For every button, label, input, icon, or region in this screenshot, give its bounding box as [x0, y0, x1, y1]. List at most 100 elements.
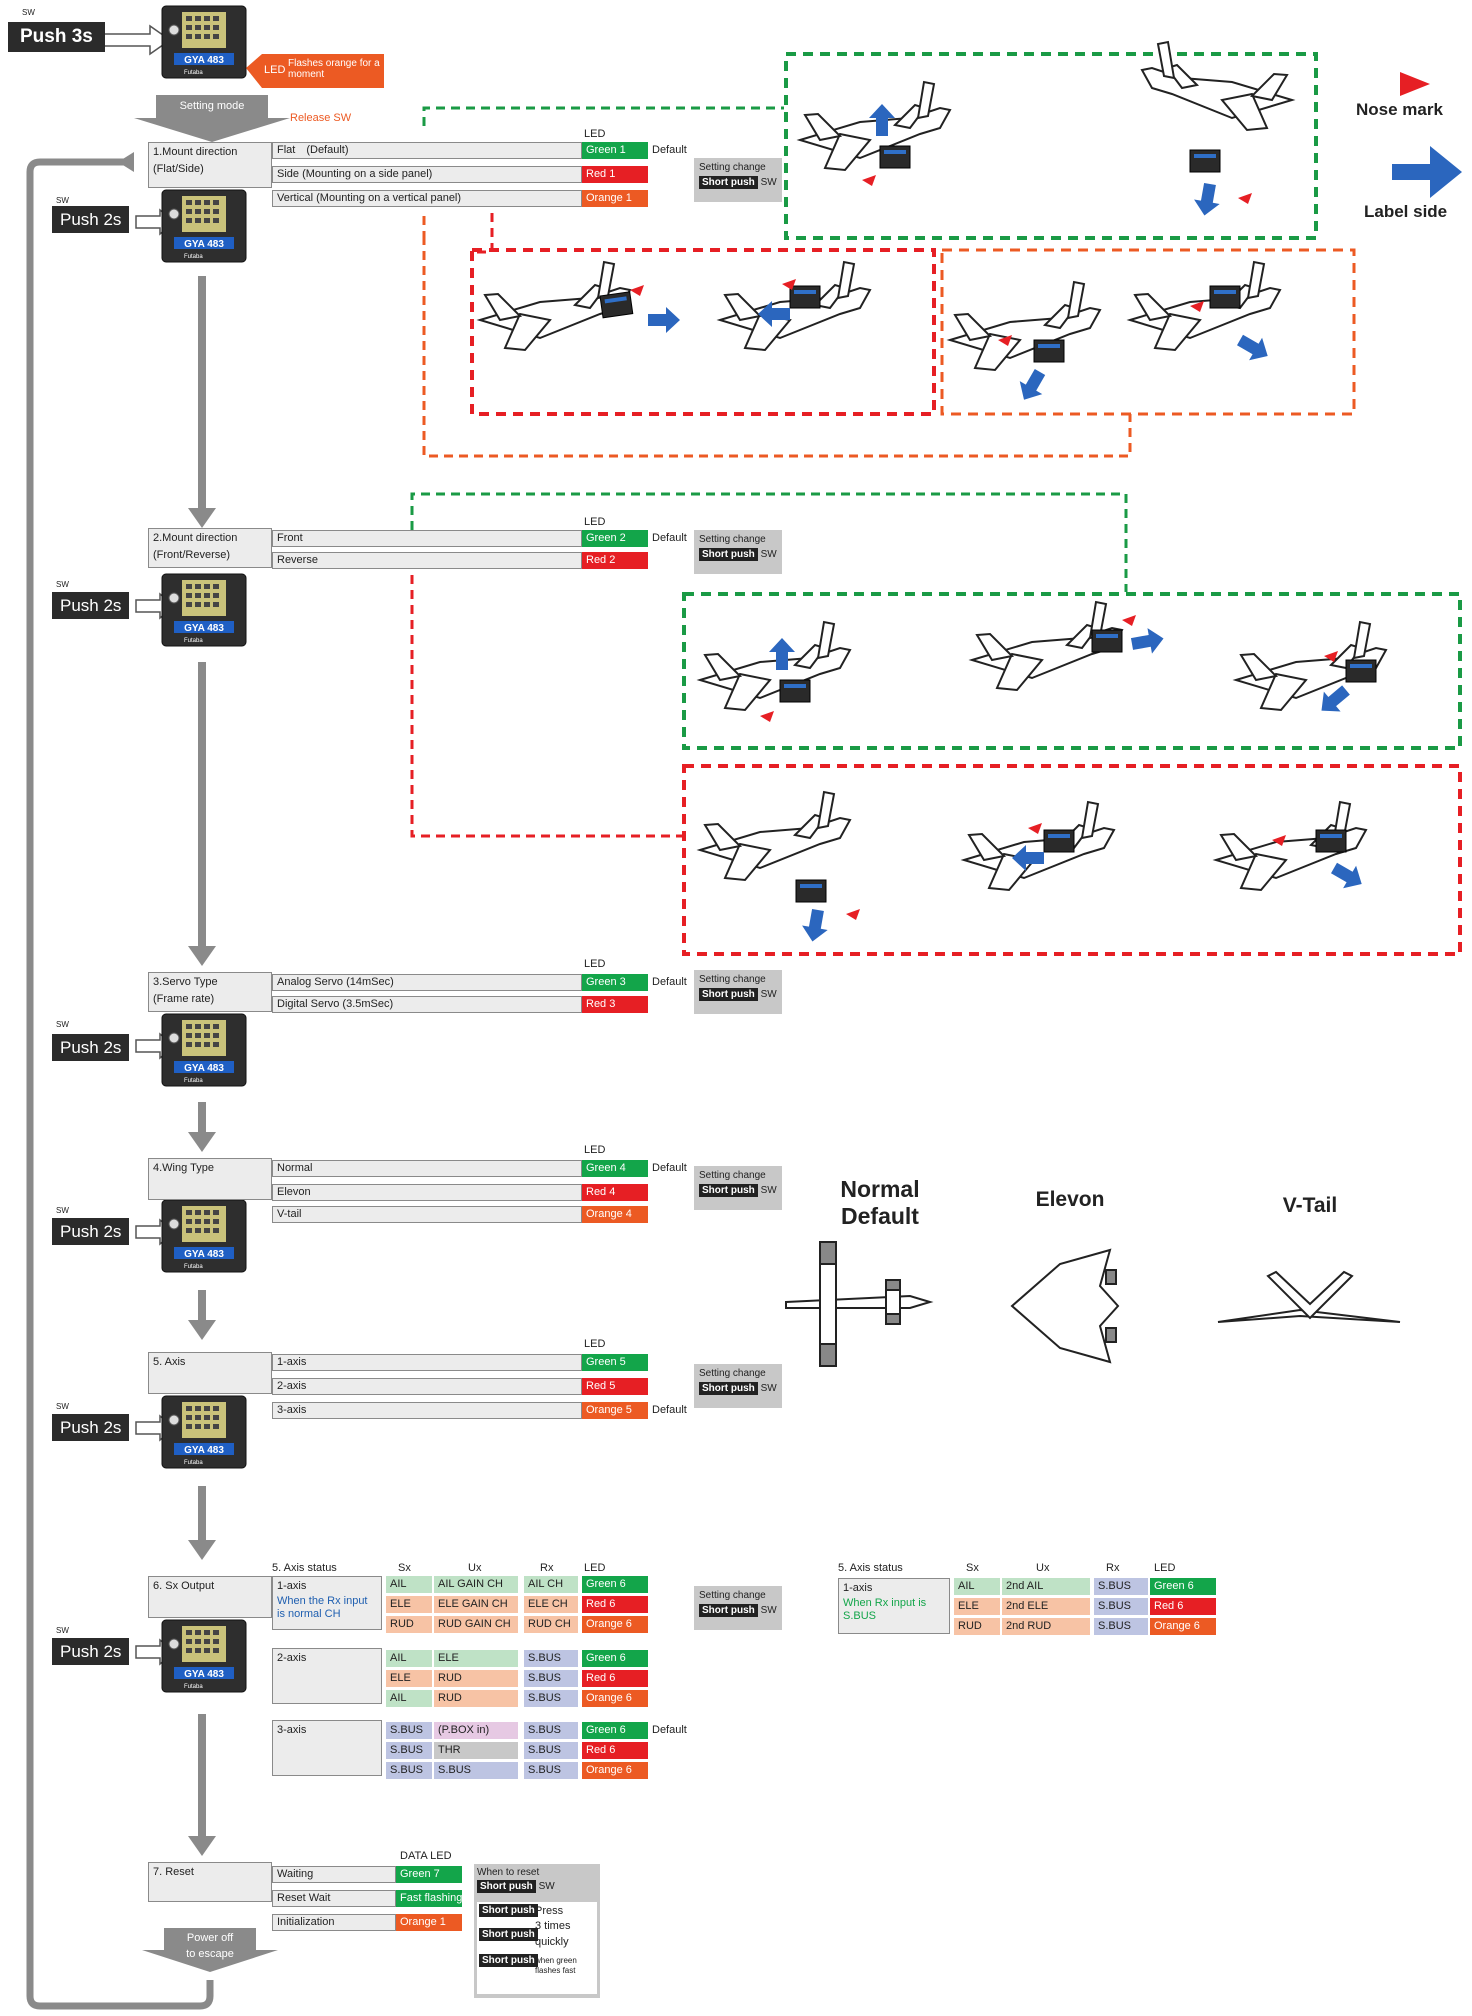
step2-box: 2.Mount direction (Front/Reverse): [148, 528, 272, 568]
step3-led-header: LED: [584, 958, 606, 970]
setting-change-label: Setting change: [699, 1590, 766, 1601]
setting-mode-label: Setting mode: [179, 100, 245, 112]
step4-led-green4: Green 4: [582, 1160, 648, 1177]
step5-led-red5: Red 5: [582, 1378, 648, 1395]
step3-title: 3.Servo Type: [153, 976, 218, 988]
press-text: Press: [535, 1905, 564, 1917]
cell: AIL: [386, 1690, 432, 1707]
led-cell: Green 6: [582, 1722, 648, 1739]
step7-led-fast-flashing: Fast flashing: [396, 1890, 462, 1907]
step6-group3-axis: 3-axis: [277, 1724, 307, 1736]
push-2s-button[interactable]: Push 2s: [52, 1218, 130, 1245]
cell: (P.BOX in): [434, 1722, 518, 1739]
step5-led-orange5: Orange 5: [582, 1402, 648, 1419]
short-push-badge: Short push: [699, 1184, 758, 1197]
step1-option-flat[interactable]: Flat (Default): [272, 142, 582, 159]
step2-setting-change[interactable]: Setting change Short push SW: [694, 530, 782, 574]
step7-led-green7: Green 7: [396, 1866, 462, 1883]
step3-option-digital[interactable]: Digital Servo (3.5mSec): [272, 996, 582, 1013]
step2-led-green2: Green 2: [582, 530, 648, 547]
step4-option-normal[interactable]: Normal: [272, 1160, 582, 1177]
short-push-badge: Short push: [699, 548, 758, 561]
step5-option-2axis[interactable]: 2-axis: [272, 1378, 582, 1395]
step1-option-side[interactable]: Side (Mounting on a side panel): [272, 166, 582, 183]
push-3s-button[interactable]: Push 3s: [8, 22, 105, 52]
alt-header-axis-status: 5. Axis status: [838, 1562, 903, 1574]
cell: S.BUS: [1094, 1618, 1148, 1635]
alt-header-sx: Sx: [966, 1562, 979, 1574]
sw-tag: SW: [22, 8, 35, 17]
led-tag: LED: [264, 64, 286, 76]
step7-data-led-header: DATA LED: [400, 1850, 452, 1862]
led-cell: Red 6: [582, 1742, 648, 1759]
when-green-text: when green: [535, 1956, 577, 1965]
step1-subtitle: (Flat/Side): [153, 163, 204, 175]
alt-header-led: LED: [1154, 1562, 1176, 1574]
push-2s-button[interactable]: Push 2s: [52, 206, 130, 233]
three-times-text: 3 times: [535, 1920, 571, 1932]
step4-led-header: LED: [584, 1144, 606, 1156]
push-2s-button[interactable]: Push 2s: [52, 1034, 130, 1061]
step2-option-reverse[interactable]: Reverse: [272, 552, 582, 569]
sw-tag: SW: [56, 1402, 69, 1411]
cell: ELE: [386, 1670, 432, 1687]
cell: AIL: [954, 1578, 1000, 1595]
sw-tag: SW: [56, 196, 69, 205]
step4-option-elevon[interactable]: Elevon: [272, 1184, 582, 1201]
step1-setting-change[interactable]: Setting change Short push SW: [694, 158, 782, 202]
cell: S.BUS: [524, 1742, 578, 1759]
step5-box: 5. Axis: [148, 1352, 272, 1394]
cell: 2nd ELE: [1002, 1598, 1090, 1615]
cell: S.BUS: [524, 1650, 578, 1667]
step1-option-vertical[interactable]: Vertical (Mounting on a vertical panel): [272, 190, 582, 207]
step3-setting-change[interactable]: Setting change Short push SW: [694, 970, 782, 1014]
cell: THR: [434, 1742, 518, 1759]
setting-change-label: Setting change: [699, 974, 766, 985]
step5-option-3axis[interactable]: 3-axis: [272, 1402, 582, 1419]
step7-option-initialization[interactable]: Initialization: [272, 1914, 396, 1931]
cell: ELE CH: [524, 1596, 578, 1613]
step6-setting-change[interactable]: Setting change Short push SW: [694, 1586, 782, 1630]
step2-option-front[interactable]: Front: [272, 530, 582, 547]
step6-header-led: LED: [584, 1562, 606, 1574]
step2-led-red2: Red 2: [582, 552, 648, 569]
step6-default: Default: [652, 1724, 687, 1736]
alt-axis: 1-axis: [843, 1582, 873, 1594]
step5-option-1axis[interactable]: 1-axis: [272, 1354, 582, 1371]
label-side-label: Label side: [1364, 202, 1448, 221]
cell: AIL: [386, 1576, 432, 1593]
step4-setting-change[interactable]: Setting change Short push SW: [694, 1166, 782, 1210]
led-cell: Orange 6: [582, 1690, 648, 1707]
push-2s-button[interactable]: Push 2s: [52, 1414, 130, 1441]
cell: RUD: [954, 1618, 1000, 1635]
push-2s-button[interactable]: Push 2s: [52, 592, 130, 619]
cell: S.BUS: [524, 1762, 578, 1779]
loop-back-line: [26, 158, 214, 2010]
step5-setting-change[interactable]: Setting change Short push SW: [694, 1364, 782, 1408]
led-cell: Green 6: [1150, 1578, 1216, 1595]
setting-change-label: Setting change: [699, 162, 766, 173]
cell: S.BUS: [524, 1670, 578, 1687]
step7-led-orange1: Orange 1: [396, 1914, 462, 1931]
step6-header-axis-status: 5. Axis status: [272, 1562, 337, 1574]
step1-box: 1.Mount direction (Flat/Side): [148, 142, 272, 188]
step2-default: Default: [652, 532, 687, 544]
step4-box: 4.Wing Type: [148, 1158, 272, 1200]
cell: S.BUS: [386, 1742, 432, 1759]
led-cell: Red 6: [1150, 1598, 1216, 1615]
step3-option-analog[interactable]: Analog Servo (14mSec): [272, 974, 582, 991]
cell: AIL CH: [524, 1576, 578, 1593]
step7-option-reset-wait[interactable]: Reset Wait: [272, 1890, 396, 1907]
sw-label: SW: [760, 1185, 777, 1196]
step4-option-vtail[interactable]: V-tail: [272, 1206, 582, 1223]
sw-label: SW: [760, 1383, 777, 1394]
cell: S.BUS: [1094, 1578, 1148, 1595]
step7-option-waiting[interactable]: Waiting: [272, 1866, 396, 1883]
step6-header-ux: Ux: [468, 1562, 482, 1574]
sw-tag: SW: [56, 1020, 69, 1029]
reset-steps: Short push Press 3 times Short push quic…: [477, 1902, 597, 1994]
led-flash-note: Flashes orange for a moment: [288, 58, 380, 80]
sw-label: SW: [760, 177, 777, 188]
push-2s-button[interactable]: Push 2s: [52, 1638, 130, 1665]
